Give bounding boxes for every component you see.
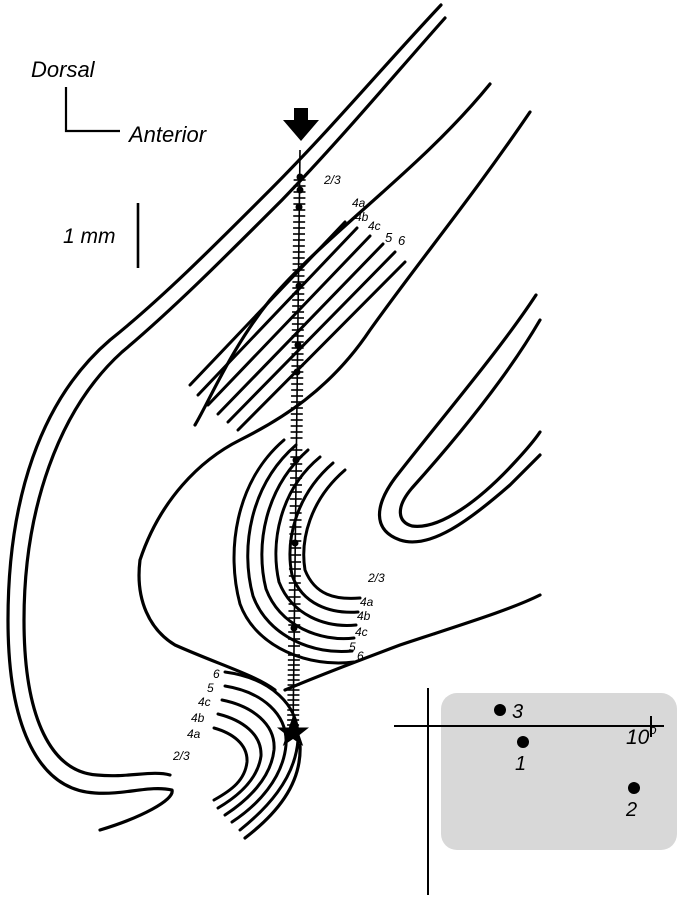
dorsal-label: Dorsal [31, 57, 96, 82]
upper-bank-layers [188, 220, 407, 432]
layer-label: 4a [360, 595, 374, 609]
recording-site-ticks [287, 179, 306, 726]
electrode-track [287, 149, 306, 733]
visual-field-background [441, 693, 677, 850]
layer-label: 4b [191, 711, 205, 725]
layer-label: 4a [187, 727, 201, 741]
layer-label: 4c [368, 219, 381, 233]
visual-field-inset: 10o 3 1 2 [394, 688, 677, 895]
layer-label: 5 [207, 681, 214, 695]
receptive-field-label-1: 1 [515, 753, 526, 775]
receptive-field-label-3: 3 [512, 701, 523, 723]
layer-label: 6 [213, 667, 220, 681]
middle-bank-layers [232, 438, 362, 665]
layer-label: 2/3 [323, 173, 341, 187]
upper-bank-layer-labels: 2/3 4a 4b 4c 5 6 [323, 173, 406, 248]
receptive-field-point-1 [517, 736, 529, 748]
sulcus-lines [137, 82, 542, 692]
lower-bank-layers [212, 670, 302, 840]
lower-bank-layer-labels: 6 5 4c 4b 4a 2/3 [172, 667, 220, 763]
middle-bank-layer-labels: 2/3 4a 4b 4c 5 6 [349, 571, 385, 663]
layer-label: 6 [398, 233, 406, 248]
layer-label: 4c [198, 695, 211, 709]
layer-label: 6 [357, 649, 364, 663]
layer-label: 5 [385, 230, 393, 245]
orientation-indicator: Dorsal Anterior [31, 57, 208, 147]
anterior-label: Anterior [127, 122, 208, 147]
star-icon [277, 716, 309, 746]
receptive-field-point-3 [494, 704, 506, 716]
layer-label: 2/3 [172, 749, 190, 763]
ten-degree-label: 10o [626, 722, 657, 749]
layer-label: 4b [357, 609, 371, 623]
layer-label: 2/3 [367, 571, 385, 585]
down-arrow-icon [283, 108, 319, 141]
recording-site-dots [290, 173, 304, 632]
layer-label: 4a [352, 196, 366, 210]
receptive-field-point-2 [628, 782, 640, 794]
layer-label: 4b [355, 210, 369, 224]
layer-label: 5 [349, 640, 356, 654]
scale-bar: 1 mm [63, 203, 140, 268]
receptive-field-label-2: 2 [625, 799, 637, 821]
scale-bar-label: 1 mm [63, 225, 116, 248]
brain-outer-surface [6, 3, 447, 832]
layer-label: 4c [355, 625, 368, 639]
